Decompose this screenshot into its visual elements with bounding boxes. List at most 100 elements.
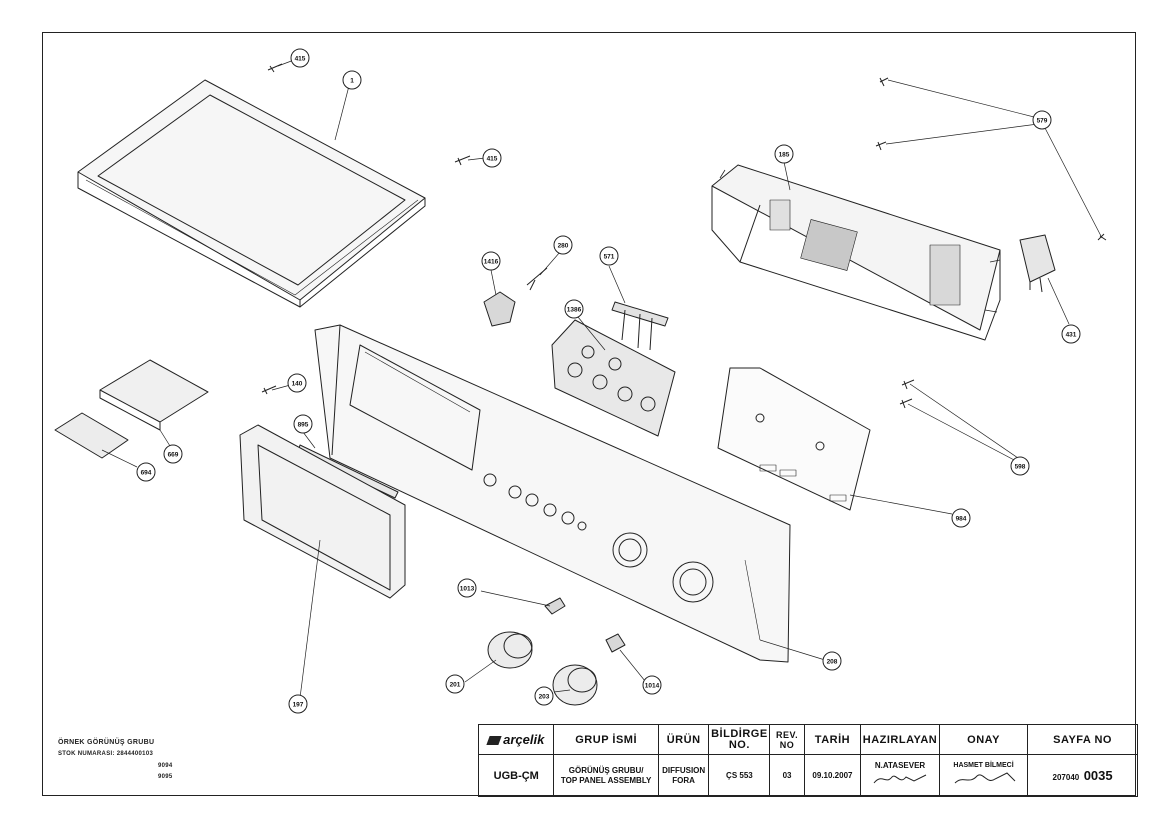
screw-140 [261, 385, 277, 395]
value-group-line2: TOP PANEL ASSEMBLY [560, 775, 652, 785]
value-code: UGB-ÇM [477, 754, 555, 797]
callout-label: 203 [539, 693, 550, 700]
callout-598: 598 [1010, 456, 1030, 476]
control-pcb-part [711, 164, 1001, 341]
value-group: GÖRÜNÜŞ GRUBU/ TOP PANEL ASSEMBLY [553, 754, 659, 797]
header-bildirge: BİLDİRGE NO. [708, 724, 771, 755]
callout-bubble [163, 444, 183, 464]
callout-984: 984 [951, 508, 971, 528]
callout-label: 669 [168, 451, 179, 458]
callout-bubble [774, 144, 794, 164]
header-approved: ONAY [938, 724, 1029, 755]
callout-bubble [287, 373, 307, 393]
callout-bubble [553, 235, 573, 255]
callout-203: 203 [534, 686, 554, 706]
brand-logo: arçelik [503, 731, 545, 747]
callout-669: 669 [163, 444, 183, 464]
part-571 [611, 301, 669, 351]
logo-cell: arçelik [477, 724, 555, 755]
title-block: arçelik GRUP İSMİ ÜRÜN BİLDİRGE NO. REV.… [477, 724, 1138, 797]
part-694 [54, 412, 129, 459]
screw-415-top [267, 63, 283, 73]
callout-bubble [951, 508, 971, 528]
value-rev: 03 [769, 754, 805, 797]
part-1416 [483, 291, 516, 327]
callout-bubble [457, 578, 477, 598]
callout-bubble [642, 675, 662, 695]
callout-201: 201 [445, 674, 465, 694]
callout-bubble [1061, 324, 1081, 344]
value-approved-name: HASMET BİLMECİ [953, 761, 1014, 769]
value-prepared-name: N.ATASEVER [874, 761, 926, 770]
callout-bubble [534, 686, 554, 706]
callout-bubble [564, 299, 584, 319]
header-page: SAYFA NO [1027, 724, 1138, 755]
callout-415: 415 [290, 48, 310, 68]
callout-label: 280 [558, 242, 569, 249]
part-984 [717, 367, 871, 511]
value-product-line2: FORA [672, 775, 695, 785]
drawer-handle-part [239, 424, 406, 599]
callout-label: 201 [450, 681, 461, 688]
front-panel-part [314, 324, 791, 663]
callout-bubble [481, 251, 501, 271]
callout-bubble [136, 462, 156, 482]
callout-415: 415 [482, 148, 502, 168]
callout-bubble [445, 674, 465, 694]
signature-prepared-icon [873, 774, 927, 784]
screw-579-b [875, 141, 887, 151]
callout-185: 185 [774, 144, 794, 164]
callout-label: 579 [1037, 117, 1048, 124]
part-1386 [551, 319, 676, 437]
header-prepared: HAZIRLAYAN [860, 724, 940, 755]
callout-label: 571 [604, 253, 615, 260]
callout-label: 1386 [567, 306, 582, 313]
signature-approved-icon [954, 771, 1015, 783]
callout-197: 197 [288, 694, 308, 714]
header-product: ÜRÜN [657, 724, 710, 755]
callout-label: 140 [292, 380, 303, 387]
callout-bubble [293, 414, 313, 434]
arcelik-logo-icon [486, 735, 502, 745]
callout-label: 1014 [645, 682, 660, 689]
leader-lines [101, 59, 1103, 699]
part-1013 [544, 597, 566, 615]
callout-label: 431 [1066, 331, 1077, 338]
callout-label: 185 [779, 151, 790, 158]
value-group-line1: GÖRÜNÜŞ GRUBU/ [568, 765, 644, 775]
value-product-line1: DIFFUSION [662, 765, 706, 775]
header-rev: REV. NO [769, 724, 805, 755]
callout-label: 1 [350, 77, 354, 84]
callout-bubble [288, 694, 308, 714]
callout-label: 1416 [484, 258, 499, 265]
note-stock-number: STOK NUMARASI: 2844400103 [58, 751, 154, 757]
knob-203 [552, 664, 598, 706]
callout-1386: 1386 [564, 299, 584, 319]
callout-bubble [342, 70, 362, 90]
part-431 [1019, 234, 1056, 293]
callout-1013: 1013 [457, 578, 477, 598]
callout-431: 431 [1061, 324, 1081, 344]
value-prepared: N.ATASEVER [860, 754, 940, 797]
callout-280: 280 [553, 235, 573, 255]
callout-579: 579 [1032, 110, 1052, 130]
callout-bubble [1032, 110, 1052, 130]
drawing-frame [42, 32, 1136, 796]
value-bildirge: ÇS 553 [708, 754, 771, 797]
callout-1014: 1014 [642, 675, 662, 695]
callout-label: 598 [1015, 463, 1026, 470]
value-product: DIFFUSION FORA [657, 754, 710, 797]
callout-571: 571 [599, 246, 619, 266]
screw-598-a [901, 379, 915, 390]
callout-label: 984 [956, 515, 967, 522]
callout-label: 415 [295, 55, 306, 62]
callout-bubble [482, 148, 502, 168]
callout-bubble [599, 246, 619, 266]
callout-694: 694 [136, 462, 156, 482]
callout-140: 140 [287, 373, 307, 393]
callout-895: 895 [293, 414, 313, 434]
value-page-prefix: 207040 [1052, 772, 1080, 782]
value-date: 09.10.2007 [803, 754, 862, 797]
callout-1416: 1416 [481, 251, 501, 271]
